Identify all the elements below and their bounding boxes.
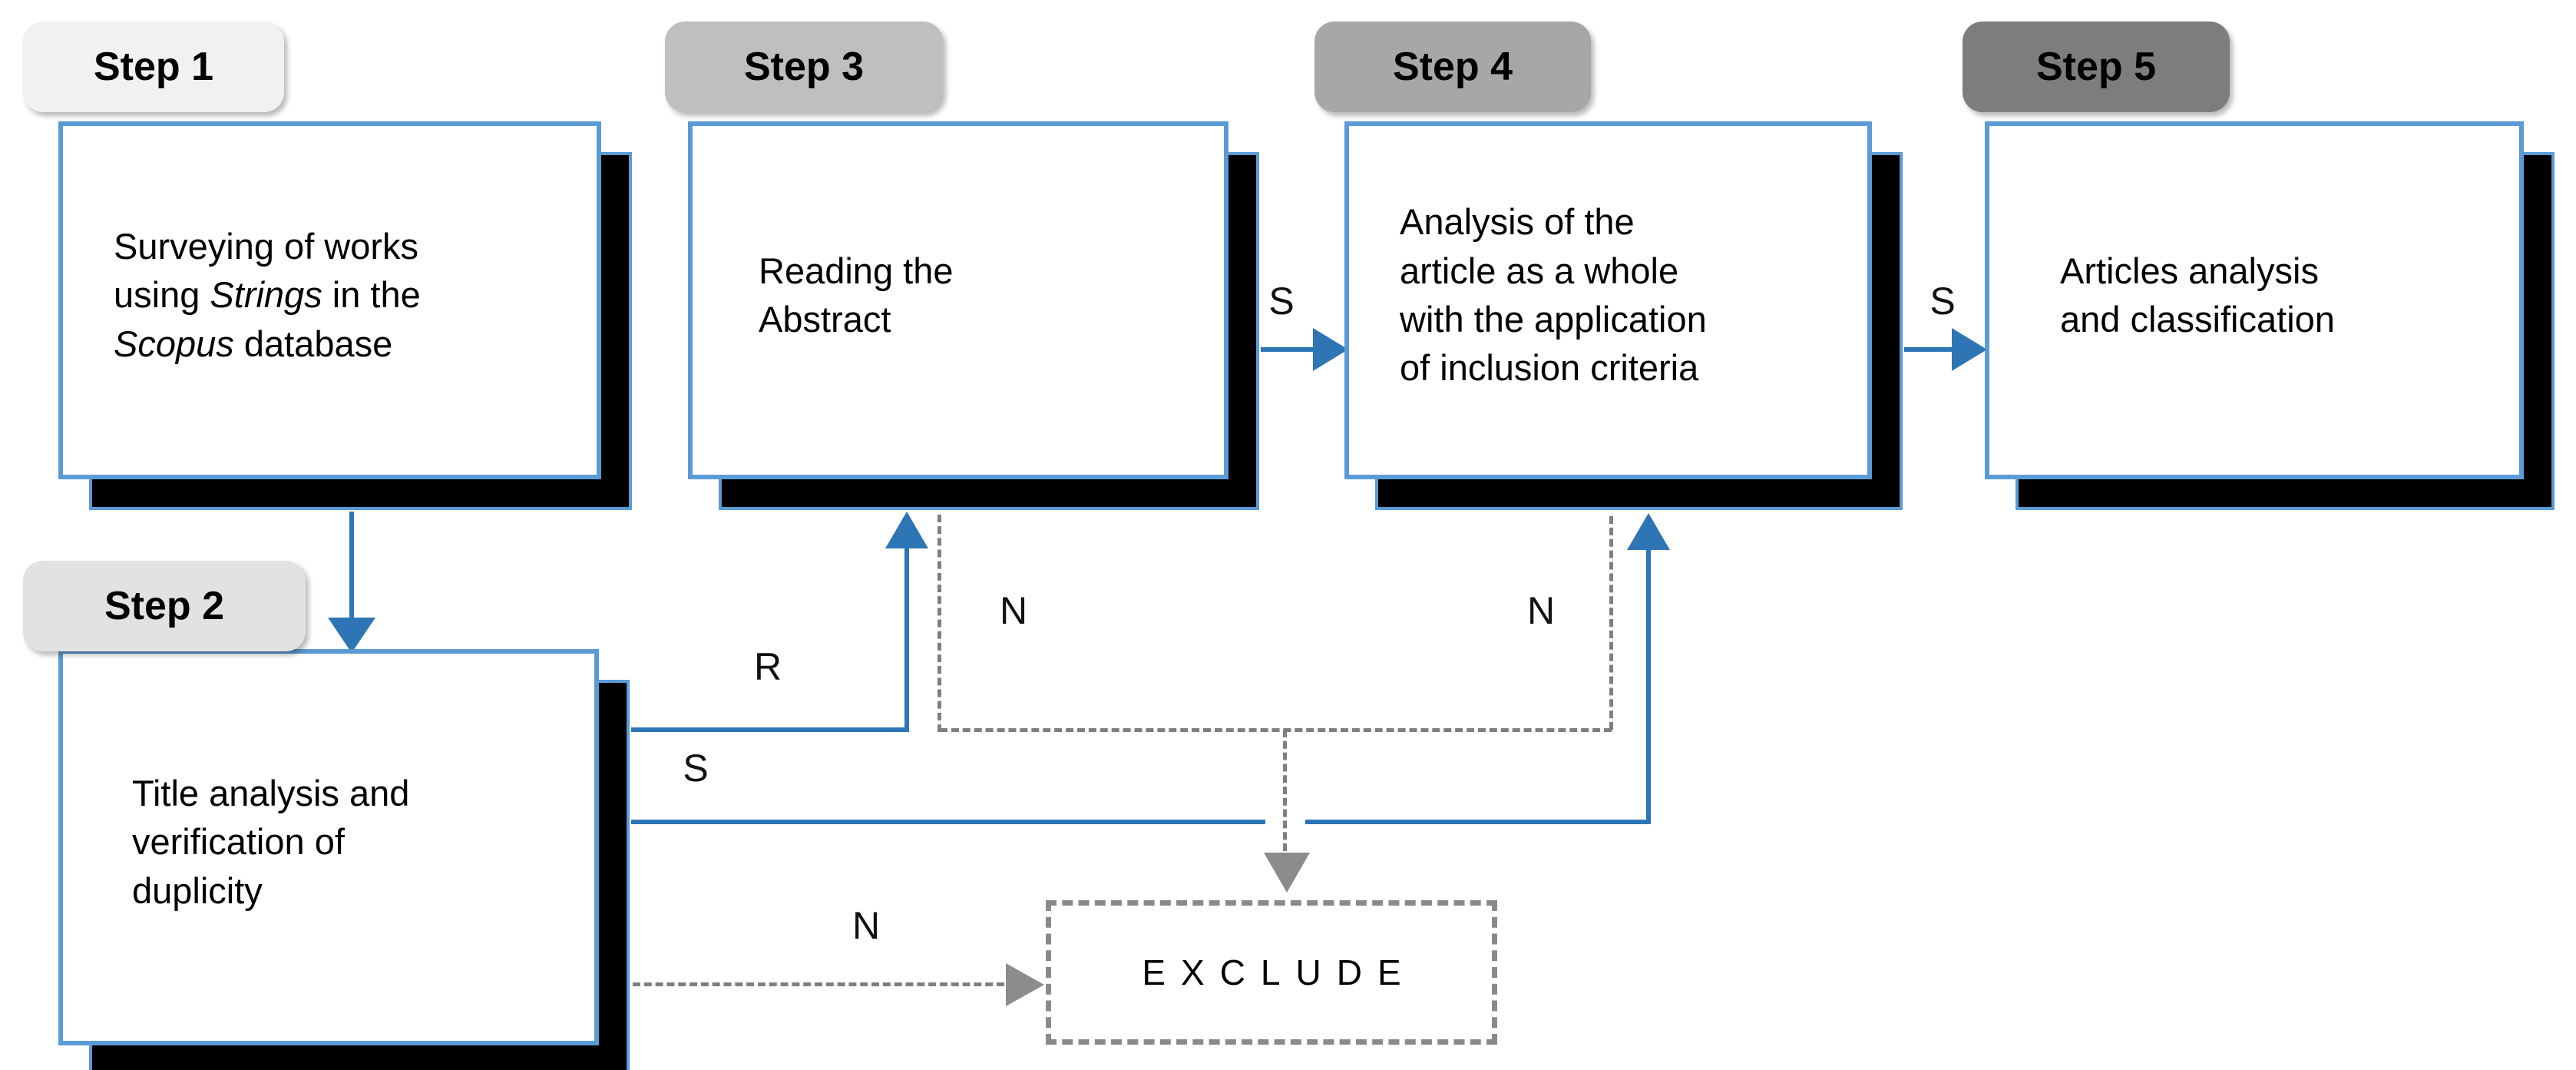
edge-label-s-step2-to-step4: S bbox=[683, 747, 709, 790]
step3-text: Reading the Abstract bbox=[759, 250, 954, 340]
step4-text: Analysis of the article as a whole with … bbox=[1400, 201, 1707, 389]
dashed-collector-line bbox=[940, 728, 1612, 732]
step5-tab-label: Step 5 bbox=[2035, 45, 2157, 89]
arrow-step2-to-step3-vline bbox=[904, 547, 909, 732]
edge-label-r-step2-to-step3: R bbox=[753, 645, 782, 688]
step1-tab: Step 1 bbox=[23, 22, 284, 112]
arrow-step1-to-step2-head-icon bbox=[328, 618, 375, 653]
arrow-step2-to-step3-head-icon bbox=[885, 512, 928, 548]
edge-label-n-step2-to-exclude: N bbox=[852, 904, 881, 947]
edge-label-n-step4-to-exclude: N bbox=[1526, 589, 1556, 632]
dashed-drop-to-exclude-line bbox=[1283, 730, 1287, 851]
arrow-step2-to-step3-hline bbox=[631, 727, 908, 732]
step5-text: Articles analysis and classification bbox=[2060, 250, 2335, 340]
step2-tab: Step 2 bbox=[23, 561, 306, 651]
arrow-step2-to-step4-vline bbox=[1646, 548, 1651, 824]
step2-box: Title analysis and verification of dupli… bbox=[58, 649, 599, 1045]
dashed-step3-down-line bbox=[937, 515, 941, 732]
step2-tab-label: Step 2 bbox=[104, 584, 225, 628]
arrow-step3-to-step4-line bbox=[1261, 347, 1316, 352]
step5-tab: Step 5 bbox=[1963, 22, 2230, 112]
arrow-step2-to-exclude-head-icon bbox=[1006, 963, 1044, 1006]
step1-tab-label: Step 1 bbox=[93, 45, 214, 89]
arrow-step4-to-step5-line bbox=[1904, 347, 1955, 352]
edge-label-n-step3-to-exclude: N bbox=[999, 589, 1028, 632]
step3-box: Reading the Abstract bbox=[688, 121, 1228, 479]
step4-tab-label: Step 4 bbox=[1392, 45, 1513, 89]
step1-text: Surveying of works using Strings in the … bbox=[114, 225, 421, 364]
edge-label-s-step4-to-step5: S bbox=[1930, 280, 1956, 323]
arrow-step4-to-step5-head-icon bbox=[1952, 328, 1987, 371]
arrow-step3-to-step4-head-icon bbox=[1313, 328, 1348, 371]
step5-box: Articles analysis and classification bbox=[1985, 121, 2524, 479]
step3-tab-label: Step 3 bbox=[743, 45, 865, 89]
exclude-box: EXCLUDE bbox=[1046, 900, 1497, 1045]
dashed-step2-to-exclude-line bbox=[633, 982, 1004, 986]
step3-tab: Step 3 bbox=[665, 22, 943, 112]
step1-box: Surveying of works using Strings in the … bbox=[58, 121, 601, 479]
edge-label-s-step3-to-step4: S bbox=[1268, 280, 1295, 323]
step4-tab: Step 4 bbox=[1314, 22, 1591, 112]
arrow-step2-to-step4-head-icon bbox=[1627, 513, 1670, 550]
dashed-step4-down-line bbox=[1609, 516, 1613, 730]
arrow-to-exclude-down-head-icon bbox=[1264, 853, 1310, 893]
arrow-step2-to-step4-hline bbox=[631, 820, 1649, 824]
exclude-label: EXCLUDE bbox=[1142, 952, 1417, 992]
step4-box: Analysis of the article as a whole with … bbox=[1344, 121, 1872, 479]
step2-text: Title analysis and verification of dupli… bbox=[132, 772, 410, 911]
arrow-step1-to-step2-line bbox=[349, 512, 354, 619]
